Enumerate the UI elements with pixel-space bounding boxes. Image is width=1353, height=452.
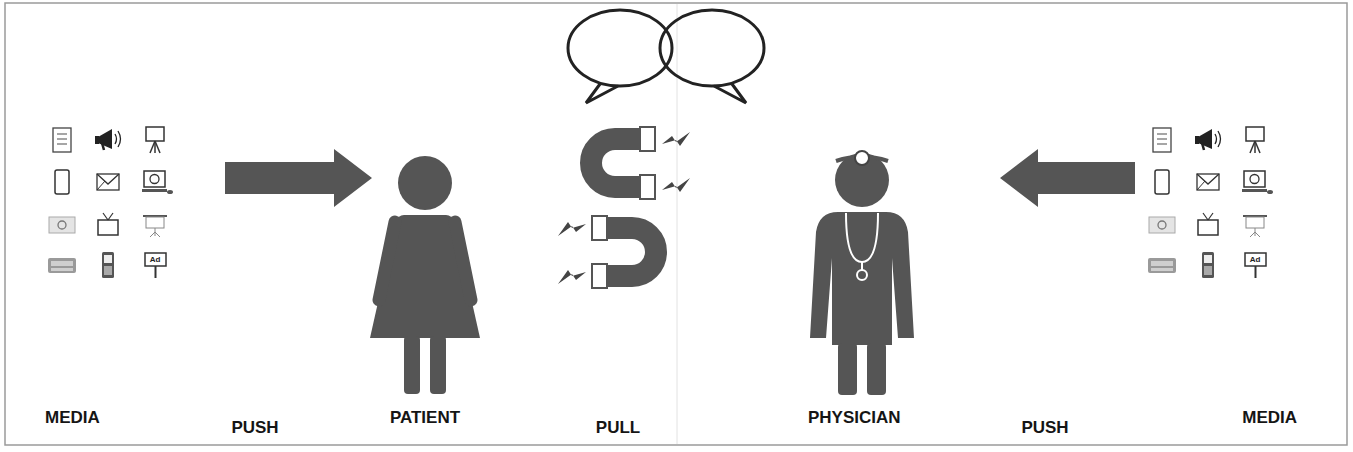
- magnets: [558, 127, 690, 288]
- center-divider: [677, 4, 678, 444]
- billboard-text: Ad: [150, 255, 161, 264]
- speech-bubbles: [568, 10, 764, 103]
- frame-border: [5, 3, 1347, 445]
- figure-label: MEDIA: [1135, 408, 1297, 440]
- patient-figure-part: [370, 215, 480, 338]
- patient-figure-part: [379, 222, 395, 300]
- patient-figure-part: [430, 336, 446, 394]
- physician-figure-part: [846, 213, 878, 262]
- magnets-part: [662, 178, 690, 192]
- magnets-part: [640, 127, 655, 151]
- patient-figure: [370, 156, 480, 394]
- figure-label: PATIENT: [372, 408, 478, 440]
- figure-node: PHYSICIAN: [800, 120, 1000, 440]
- figure-node: PATIENT: [372, 120, 478, 440]
- speech-bubbles-part: [660, 10, 764, 86]
- magnets-part: [640, 175, 655, 199]
- physician-figure: [810, 151, 914, 395]
- magnets-part: [592, 264, 607, 288]
- media-icons-right: [1148, 127, 1273, 278]
- speech-bubbles-part: [568, 10, 672, 86]
- magnets-part: [558, 222, 586, 236]
- patient-figure-part: [398, 156, 452, 210]
- push-arrow: [1000, 149, 1135, 207]
- physician-figure-part: [855, 151, 869, 165]
- figure-node: MEDIA: [1135, 120, 1325, 440]
- patient-figure-part: [455, 222, 471, 300]
- magnet-caption: PULL: [596, 418, 640, 438]
- edge-label: PUSH: [1021, 418, 1068, 438]
- push-arrow: [225, 149, 372, 207]
- speech-bubbles-part: [714, 84, 746, 103]
- figure-label: MEDIA: [45, 408, 225, 440]
- physician-figure-part: [838, 343, 857, 395]
- magnets-part: [558, 270, 586, 284]
- patient-figure-part: [404, 336, 420, 394]
- billboard-text: Ad: [1250, 255, 1261, 264]
- media-icons-left: [48, 127, 173, 278]
- speech-bubbles-part: [586, 84, 618, 103]
- figure-label: PHYSICIAN: [808, 408, 1000, 440]
- physician-figure-part: [867, 343, 886, 395]
- physician-figure-part: [857, 270, 867, 280]
- edge-label: PUSH: [231, 418, 278, 438]
- physician-figure-part: [810, 212, 914, 345]
- magnets-part: [662, 132, 690, 146]
- figure-node: MEDIA: [30, 120, 225, 440]
- magnets-part: [592, 216, 607, 240]
- physician-figure-part: [861, 262, 863, 270]
